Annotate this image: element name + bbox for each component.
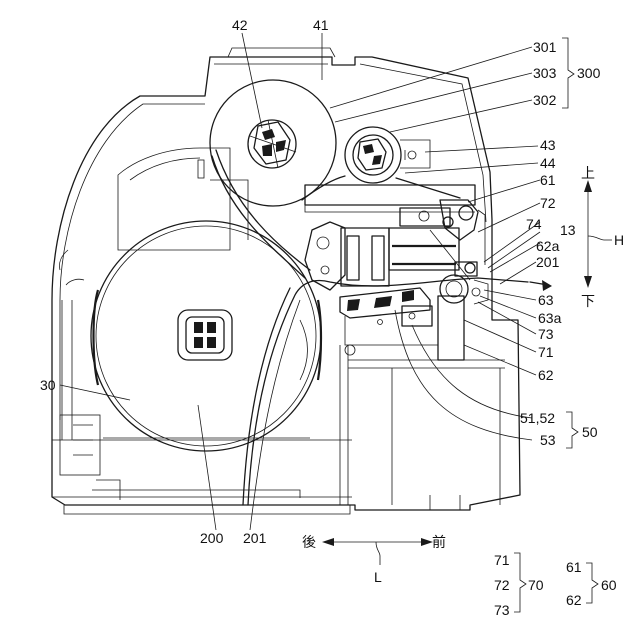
reference-labels: 42 41 301 303 300 302 43 44 61 72 74 13 … bbox=[40, 17, 624, 546]
legend-70-item-3: 73 bbox=[494, 602, 510, 618]
direction-down: 下 bbox=[581, 294, 595, 310]
paper-roll-200 bbox=[91, 221, 321, 451]
label-73: 73 bbox=[538, 326, 554, 342]
platen-assembly bbox=[340, 275, 488, 360]
label-200: 200 bbox=[200, 530, 224, 546]
direction-axis-L: L bbox=[374, 569, 382, 585]
printer-housing bbox=[52, 48, 520, 514]
label-43: 43 bbox=[540, 137, 556, 153]
direction-front: 前 bbox=[432, 534, 446, 551]
label-303: 303 bbox=[533, 65, 557, 81]
label-51-52: 51,52 bbox=[520, 410, 555, 426]
ribbon-roll-41 bbox=[210, 80, 336, 206]
label-63a: 63a bbox=[538, 310, 562, 326]
legend-70-item-1: 71 bbox=[494, 552, 510, 568]
label-13: 13 bbox=[560, 222, 576, 238]
label-61: 61 bbox=[540, 172, 556, 188]
ribbon-takeup-43 bbox=[345, 127, 430, 183]
label-63: 63 bbox=[538, 292, 554, 308]
label-302: 302 bbox=[533, 92, 557, 108]
label-74: 74 bbox=[526, 216, 542, 232]
label-41: 41 bbox=[313, 17, 329, 33]
label-62: 62 bbox=[538, 367, 554, 383]
leader-lines bbox=[60, 33, 540, 530]
label-71: 71 bbox=[538, 344, 554, 360]
label-301: 301 bbox=[533, 39, 557, 55]
label-72: 72 bbox=[540, 195, 556, 211]
direction-up: 上 bbox=[581, 166, 595, 182]
label-50: 50 bbox=[582, 424, 598, 440]
label-53: 53 bbox=[540, 432, 556, 448]
label-201-bottom: 201 bbox=[243, 530, 267, 546]
legend-60-item-1: 61 bbox=[566, 559, 582, 575]
legend-70-item-2: 72 bbox=[494, 577, 510, 593]
legend-groups: 71 72 73 70 61 62 60 bbox=[494, 552, 617, 618]
label-42: 42 bbox=[232, 17, 248, 33]
label-44: 44 bbox=[540, 155, 556, 171]
side-frame bbox=[118, 148, 248, 250]
ribbon-path bbox=[212, 150, 460, 278]
legend-70-name: 70 bbox=[528, 577, 544, 593]
label-201-right: 201 bbox=[536, 254, 560, 270]
legend-60-name: 60 bbox=[601, 577, 617, 593]
label-30: 30 bbox=[40, 377, 56, 393]
label-300: 300 bbox=[577, 65, 601, 81]
label-H: H bbox=[614, 232, 624, 248]
paper-path-201 bbox=[243, 278, 552, 505]
direction-back: 後 bbox=[302, 535, 316, 551]
print-head-assembly bbox=[305, 185, 485, 290]
label-62a: 62a bbox=[536, 238, 560, 254]
legend-60-item-2: 62 bbox=[566, 592, 582, 608]
